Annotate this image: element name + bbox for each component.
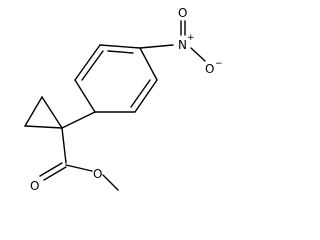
cyclopropane-ring xyxy=(24,96,63,129)
nitro-nitrogen-label: N xyxy=(178,38,187,52)
nitro-oxygen-right-label: O xyxy=(205,62,214,76)
chemical-structure: N + O O − O O xyxy=(24,6,223,193)
nitro-group: N + O O − xyxy=(139,6,223,76)
methyl-ester-group: O O xyxy=(30,127,119,193)
nitro-oxygen-top-label: O xyxy=(178,6,187,20)
carbonyl-oxygen-label: O xyxy=(30,179,39,193)
ester-oxygen-label: O xyxy=(93,167,102,181)
nitro-oxygen-right-charge: − xyxy=(215,59,223,69)
benzene-ring xyxy=(74,44,158,113)
ring-link-bond xyxy=(61,111,96,129)
nitro-nitrogen-charge: + xyxy=(187,33,195,43)
